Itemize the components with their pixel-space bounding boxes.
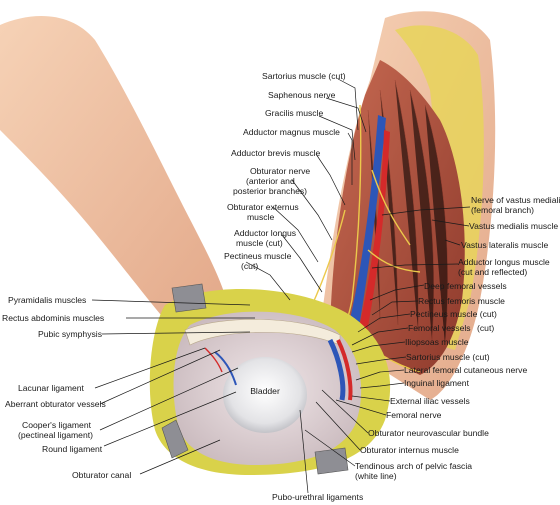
label-deep-femoral: Deep femoral vessels <box>424 281 507 291</box>
label-adductor-magnus: Adductor magnus muscle <box>243 127 340 137</box>
label-vastus-lateralis: Vastus lateralis muscle <box>461 240 548 250</box>
label-aberrant-obturator: Aberrant obturator vessels <box>5 399 106 409</box>
label-adductor-longus-cut: Adductor longus muscle (cut) <box>234 228 299 248</box>
external-iliac-artery <box>336 339 353 401</box>
label-femoral-vessels: Femoral vessels <box>408 323 471 333</box>
label-pectineus-cut-right: Pectineus muscle (cut) <box>410 309 497 319</box>
label-adductor-longus-reflected: Adductor longus muscle (cut and reflecte… <box>458 257 552 277</box>
label-vastus-medialis: Vastus medialis muscle <box>469 221 558 231</box>
label-adductor-brevis: Adductor brevis muscle <box>231 148 321 158</box>
retractor-upper-left <box>171 283 207 313</box>
label-gracilis: Gracilis muscle <box>265 108 323 118</box>
label-nerve-vastus-medialis: Nerve of vastus medialis (femoral branch… <box>471 195 560 215</box>
label-obturator-canal: Obturator canal <box>72 470 131 480</box>
obturator-vessels <box>214 351 237 386</box>
label-rectus-femoris: Rectus femoris muscle <box>418 296 505 306</box>
retractor-lower-right <box>314 447 349 475</box>
bladder <box>223 357 307 433</box>
label-obturator-externus: Obturator externus muscle <box>227 202 301 222</box>
label-sartorius-cut-top: Sartorius muscle (cut) <box>262 71 346 81</box>
bladder-label: Bladder <box>250 386 280 396</box>
label-pectineus-cut-left: Pectineus muscle (cut) <box>224 251 294 271</box>
label-sartorius-cut-right: Sartorius muscle (cut) <box>406 352 490 362</box>
external-iliac-vein <box>327 338 346 401</box>
label-round-ligament: Round ligament <box>42 444 103 454</box>
label-external-iliac: External iliac vessels <box>390 396 470 406</box>
label-pyramidalis: Pyramidalis muscles <box>8 295 86 305</box>
label-lateral-femoral-cutaneous: Lateral femoral cutaneous nerve <box>404 365 527 375</box>
left-thigh <box>0 15 225 321</box>
aberrant-vessel <box>204 347 223 373</box>
label-pubo-urethral: Pubo-urethral ligaments <box>272 492 363 502</box>
leader-lines <box>91 78 471 494</box>
label-femoral-vessels-cut: (cut) <box>477 323 494 333</box>
label-tendinous-arch: Tendinous arch of pelvic fascia (white l… <box>355 461 474 481</box>
label-obturator-internus: Obturator internus muscle <box>360 445 459 455</box>
label-femoral-nerve: Femoral nerve <box>386 410 442 420</box>
label-inguinal-ligament: Inguinal ligament <box>404 378 470 388</box>
label-coopers-ligament: Cooper's ligament (pectineal ligament) <box>18 420 93 440</box>
label-lacunar-ligament: Lacunar ligament <box>18 383 85 393</box>
retractor-lower-left <box>161 419 189 459</box>
label-obturator-nerve: Obturator nerve (anterior and posterior … <box>233 166 313 196</box>
label-obturator-neurovascular: Obturator neurovascular bundle <box>368 428 489 438</box>
label-pubic-symphysis: Pubic symphysis <box>38 329 102 339</box>
label-saphenous-nerve: Saphenous nerve <box>268 90 336 100</box>
label-rectus-abdominis: Rectus abdominis muscles <box>2 313 104 323</box>
femoral-vein-thigh <box>332 115 386 402</box>
label-iliopsoas: Iliopsoas muscle <box>405 337 469 347</box>
